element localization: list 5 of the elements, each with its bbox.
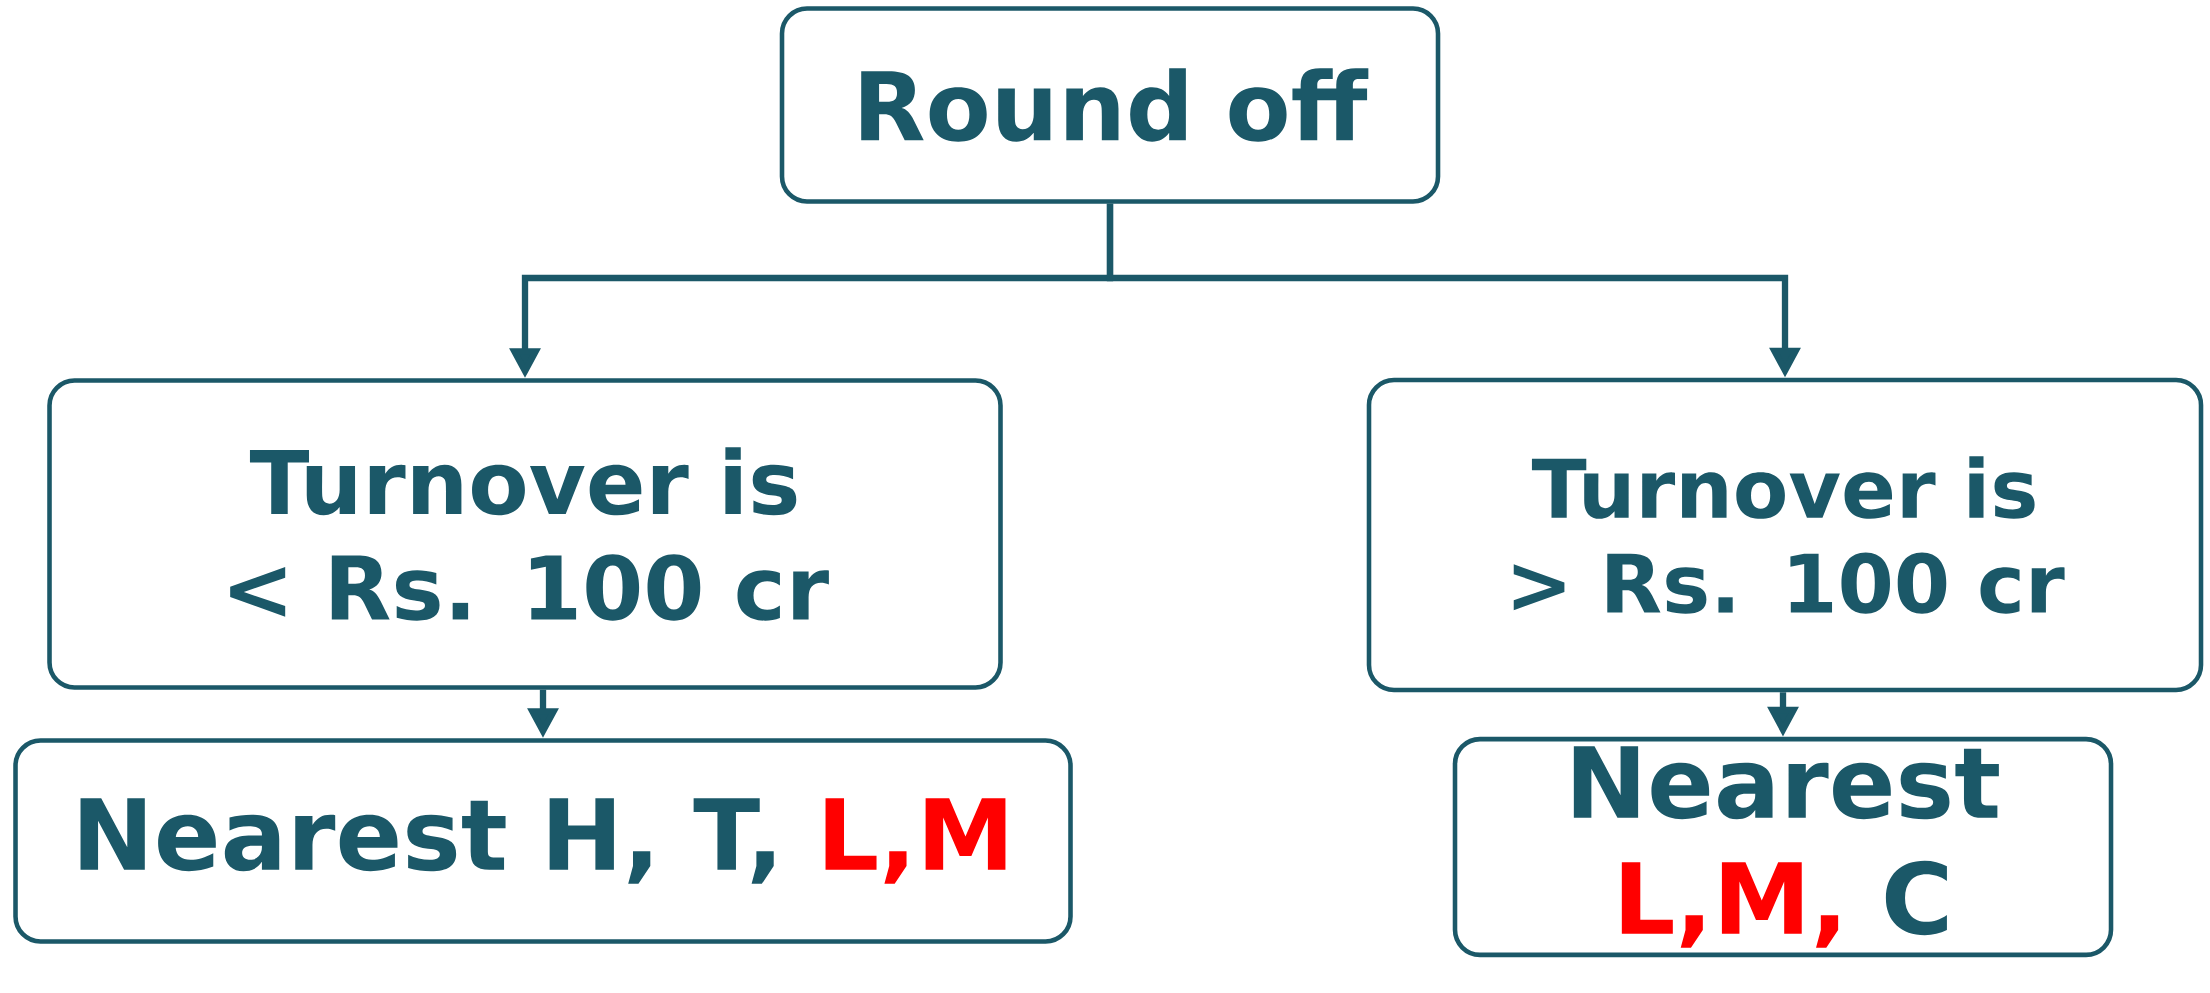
process-box: Nearest H, T, L,M (13, 738, 1073, 944)
process-box: Nearest L,M, C (1452, 736, 2114, 958)
process-box: Turnover is < Rs. 100 cr (47, 378, 1003, 690)
process-box: Turnover is > Rs. 100 cr (1366, 377, 2204, 693)
process-box: Round off (779, 6, 1441, 204)
